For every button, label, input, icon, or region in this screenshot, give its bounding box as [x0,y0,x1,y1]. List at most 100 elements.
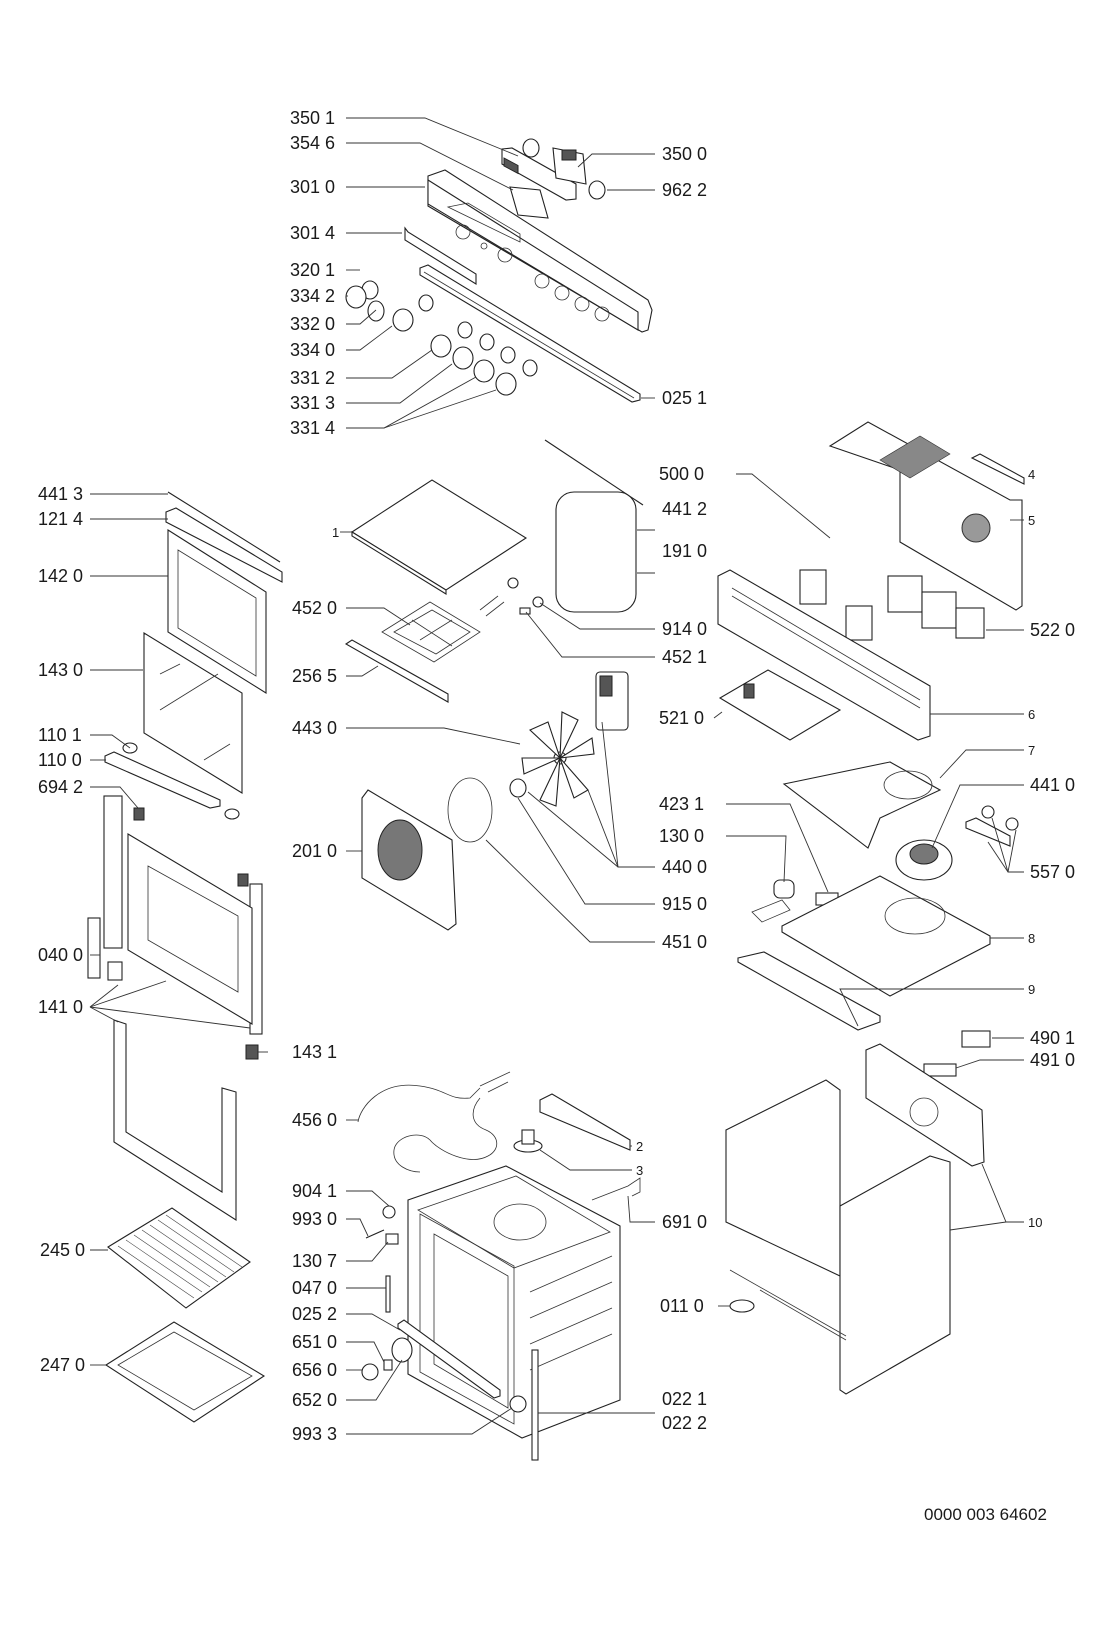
gasket-seal-strip [544,439,644,506]
label-691-0: 691 0 [662,1212,707,1232]
door-top-trim [165,507,283,583]
lamp-bulb [383,1359,393,1371]
label-2: 2 [636,1139,643,1154]
knob [345,285,367,309]
board-capacitor [743,683,755,699]
label-130-0: 130 0 [659,826,704,846]
hinge-clip [133,807,145,821]
label-334-0: 334 0 [290,340,335,360]
center-elements-group: 1 452 0 256 5 443 0 201 0 441 2 191 0 91… [292,439,707,952]
chassis-vent [879,435,951,479]
label-331-4: 331 4 [290,418,335,438]
door-lock-motor [773,879,795,899]
label-301-0: 301 0 [290,177,335,197]
label-557-0: 557 0 [1030,862,1075,882]
cavity-light-bulb [521,1129,535,1145]
foot [729,1299,755,1313]
display-cap [588,180,606,200]
knob [392,308,414,332]
label-331-3: 331 3 [290,393,335,413]
fascia-hole [480,242,488,250]
label-915-0: 915 0 [662,894,707,914]
label-423-1: 423 1 [659,794,704,814]
base-plate [781,875,991,997]
control-module [955,607,985,639]
label-1: 1 [332,525,339,540]
document-code: 0000 003 64602 [924,1505,1047,1524]
fascia-hole [594,306,610,322]
label-6: 6 [1028,707,1035,722]
knob [367,300,385,322]
label-331-2: 331 2 [290,368,335,388]
display-lens [509,186,549,219]
cavity-opening [419,1213,515,1425]
door-seal-strip [167,491,281,563]
air-duct [782,761,942,849]
electronics-group: 500 0 4 5 522 0 521 0 6 7 441 0 423 1 13… [659,421,1075,1395]
label-334-2: 334 2 [290,286,335,306]
fan-blade [521,711,595,807]
knob [452,346,474,370]
handle-bracket [224,808,240,820]
label-191-0: 191 0 [662,541,707,561]
knob-ring [500,346,516,364]
selector-switch [799,569,827,605]
cavity-top-bracket [539,1093,631,1151]
fascia-hole [497,247,513,263]
hinge-pin [385,1275,391,1313]
control-module [887,575,923,613]
label-962-2: 962 2 [662,180,707,200]
label-022-1: 022 1 [662,1389,707,1409]
baking-tray-inner [117,1331,253,1411]
label-022-2: 022 2 [662,1413,707,1433]
door-hinge-left [103,795,123,949]
lamp-cover [385,1233,399,1245]
label-904-1: 904 1 [292,1181,337,1201]
glass-clip [245,1044,259,1060]
label-451-0: 451 0 [662,932,707,952]
label-130-7: 130 7 [292,1251,337,1271]
label-350-0: 350 0 [662,144,707,164]
label-441-3: 441 3 [38,484,83,504]
cavity-group: 456 0 2 3 904 1 993 0 130 7 047 0 025 2 … [292,1071,707,1461]
baking-tray [104,1321,266,1423]
lamp-glass [361,1363,379,1381]
meat-probe-socket [591,1177,641,1201]
display-board-chip [561,149,577,161]
fan-cover-grille [377,819,423,881]
label-7: 7 [1028,743,1035,758]
outer-door-glass [127,833,253,1025]
knob [473,359,495,383]
fascia-hole [534,273,550,289]
control-panel-group: 350 1 354 6 301 0 301 4 320 1 334 2 332 … [290,108,707,438]
label-452-1: 452 1 [662,647,707,667]
label-440-0: 440 0 [662,857,707,877]
thermostat-bracket [965,817,1011,847]
label-301-4: 301 4 [290,223,335,243]
rear-panel [865,1043,985,1167]
selector-switch [845,605,873,641]
heat-deflector [344,639,449,703]
label-456-0: 456 0 [292,1110,337,1130]
label-025-1: 025 1 [662,388,707,408]
display-frame [501,147,577,201]
label-110-1: 110 1 [38,725,82,745]
knob-ring [522,359,538,377]
element-spacer [519,607,531,615]
hinge-clip [237,873,249,887]
door-lock [87,917,101,979]
label-332-0: 332 0 [290,314,335,334]
label-141-0: 141 0 [38,997,83,1017]
panel-rail [419,264,641,403]
display-grille [503,157,519,175]
terminal-block [961,1030,991,1048]
side-wall-left [725,1079,841,1277]
door-gasket-frame [113,1019,237,1222]
fascia-trim-strip [404,226,477,285]
label-354-6: 354 6 [290,133,335,153]
chassis-fan-opening [961,513,991,543]
label-10: 10 [1028,1215,1042,1230]
fan-bush [509,778,527,798]
label-011-0: 011 0 [660,1296,704,1316]
label-047-0: 047 0 [292,1278,337,1298]
